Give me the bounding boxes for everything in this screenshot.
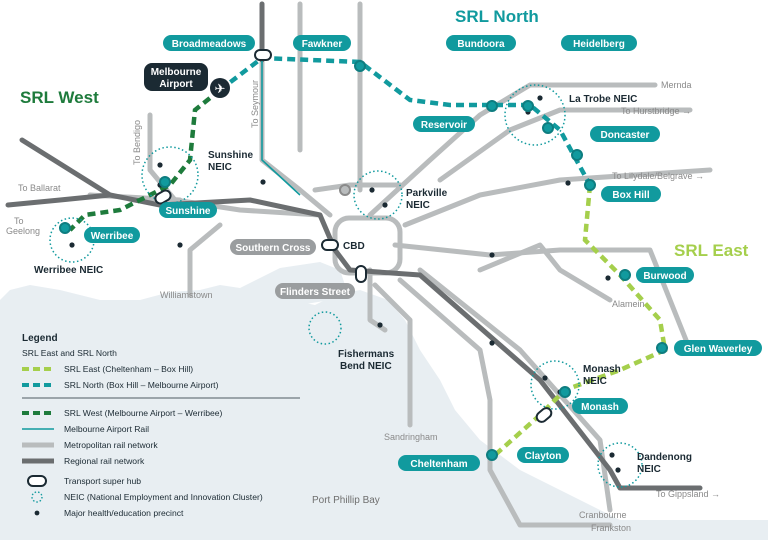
- place-to-bendigo: To Bendigo: [132, 120, 142, 165]
- station-southern-cross: Southern Cross: [235, 243, 310, 254]
- legend-item-srl-east: SRL East (Cheltenham – Box Hill): [64, 364, 193, 374]
- station-labels: Broadmeadows Fawkner Bundoora Heidelberg…: [84, 35, 762, 471]
- station-melbourne-airport-l1: Melbourne: [151, 67, 202, 78]
- neic-dandenong-label-1: Dandenong: [637, 452, 692, 463]
- grey-station-labels: Southern Cross Flinders Street: [230, 239, 355, 299]
- place-port-phillip-bay: Port Phillip Bay: [312, 495, 380, 506]
- place-mernda: Mernda: [661, 80, 692, 90]
- srl-west-line: [68, 88, 222, 232]
- title-srl-west: SRL West: [20, 88, 99, 107]
- title-srl-north: SRL North: [455, 7, 539, 26]
- precinct-dots: [69, 95, 621, 473]
- airplane-icon: ✈: [215, 82, 226, 97]
- station-reservoir: Reservoir: [421, 120, 467, 131]
- station-werribee: Werribee: [91, 231, 134, 242]
- station-burwood: Burwood: [643, 271, 686, 282]
- station-fawkner: Fawkner: [302, 39, 343, 50]
- neic-sunshine-label-1: Sunshine: [208, 150, 253, 161]
- place-to-hurstbridge: To Hurstbridge →: [621, 106, 691, 116]
- neic-monash: [530, 360, 580, 410]
- place-alamein: Alamein: [612, 299, 645, 309]
- legend-item-metro-rail: Metropolitan rail network: [64, 440, 158, 450]
- station-broadmeadows: Broadmeadows: [172, 39, 247, 50]
- place-williamstown: Williamstown: [160, 290, 213, 300]
- station-bundoora: Bundoora: [457, 39, 505, 50]
- legend-item-srl-west: SRL West (Melbourne Airport – Werribee): [64, 408, 223, 418]
- neic-parkville: [353, 170, 403, 220]
- legend-item-airport-rail: Melbourne Airport Rail: [64, 424, 149, 434]
- neic-parkville-label-1: Parkville: [406, 188, 448, 199]
- legend-section: SRL East and SRL North: [22, 348, 117, 358]
- neic-monash-label-2: NEIC: [583, 376, 607, 387]
- port-phillip-bay-water: [0, 285, 768, 540]
- neic-labels: La Trobe NEIC Sunshine NEIC Parkville NE…: [34, 94, 692, 475]
- place-to-lilydale: To Lilydale/Belgrave →: [612, 171, 704, 181]
- station-clayton: Clayton: [525, 451, 562, 462]
- title-srl-east: SRL East: [674, 241, 749, 260]
- legend-item-super-hub: Transport super hub: [64, 476, 141, 486]
- place-to-ballarat: To Ballarat: [18, 183, 61, 193]
- station-heidelberg: Heidelberg: [573, 39, 625, 50]
- neic-werribee-label: Werribee NEIC: [34, 265, 103, 276]
- neic-parkville-label-2: NEIC: [406, 200, 430, 211]
- station-box-hill: Box Hill: [612, 190, 649, 201]
- neic-sunshine-label-2: NEIC: [208, 162, 232, 173]
- neic-fishermans-label-1: Fishermans: [338, 349, 395, 360]
- place-frankston: Frankston: [591, 523, 631, 533]
- legend-item-neic: NEIC (National Employment and Innovation…: [64, 492, 263, 502]
- legend-item-regional-rail: Regional rail network: [64, 456, 145, 466]
- neic-monash-label-1: Monash: [583, 364, 621, 375]
- legend: Legend SRL East and SRL North SRL East (…: [22, 333, 300, 518]
- station-nodes: [59, 60, 668, 461]
- place-to-seymour: To Seymour: [250, 80, 260, 128]
- neic-la-trobe: [504, 84, 566, 146]
- station-sunshine: Sunshine: [165, 206, 210, 217]
- neic-fishermans: [308, 311, 342, 345]
- place-sandringham: Sandringham: [384, 432, 438, 442]
- srl-north-line: [218, 55, 592, 187]
- neic-la-trobe-label: La Trobe NEIC: [569, 94, 637, 105]
- place-to-geelong-2: Geelong: [6, 226, 40, 236]
- station-monash: Monash: [581, 402, 619, 413]
- station-cheltenham: Cheltenham: [410, 459, 467, 470]
- place-cranbourne: Cranbourne: [579, 510, 627, 520]
- airport-marker: ✈: [210, 78, 230, 98]
- legend-item-srl-north: SRL North (Box Hill – Melbourne Airport): [64, 380, 219, 390]
- cbd-label: CBD: [343, 241, 365, 252]
- neic-circles: [49, 84, 643, 488]
- place-to-geelong-1: To: [14, 216, 24, 226]
- transport-super-hubs: [154, 49, 553, 423]
- station-flinders-street: Flinders Street: [280, 287, 351, 298]
- station-melbourne-airport-l2: Airport: [159, 79, 193, 90]
- legend-title: Legend: [22, 333, 58, 344]
- neic-dandenong-label-2: NEIC: [637, 464, 661, 475]
- station-doncaster: Doncaster: [601, 130, 650, 141]
- melbourne-airport-rail: [261, 55, 301, 196]
- place-to-gippsland: To Gippsland →: [656, 489, 720, 499]
- station-glen-waverley: Glen Waverley: [684, 344, 753, 355]
- neic-sunshine: [141, 146, 199, 204]
- legend-item-precinct: Major health/education precinct: [64, 508, 184, 518]
- neic-fishermans-label-2: Bend NEIC: [340, 361, 392, 372]
- neic-dandenong: [597, 442, 643, 488]
- place-labels: Mernda To Hurstbridge → To Lilydale/Belg…: [6, 80, 720, 533]
